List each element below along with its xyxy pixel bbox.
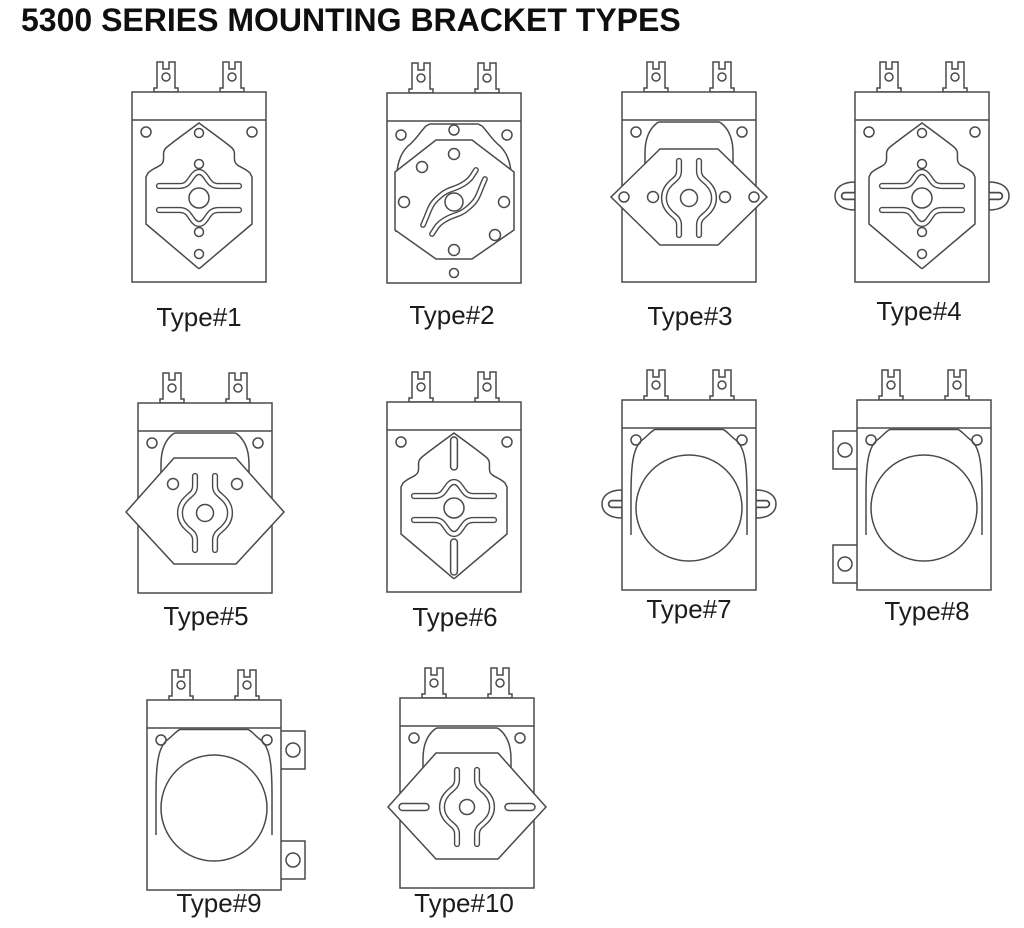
spade-terminal-icon xyxy=(643,61,669,93)
spade-terminal-icon xyxy=(159,372,185,404)
bracket-type-2-drawing xyxy=(386,62,522,284)
spade-terminal-icon xyxy=(643,369,669,401)
bracket-type-8-drawing xyxy=(832,369,992,591)
figure-caption: Type#9 xyxy=(176,888,262,918)
spade-terminal-icon xyxy=(168,669,194,701)
figure-type-2: Type#2 xyxy=(344,58,564,330)
spade-terminal-icon xyxy=(944,369,970,401)
spade-terminal-icon xyxy=(234,669,260,701)
bottom-slot xyxy=(449,538,459,576)
figure-type-6: Type#6 xyxy=(344,367,564,632)
spade-terminal-icon xyxy=(408,62,434,94)
right-mounting-tabs xyxy=(278,730,306,880)
bracket-type-6-drawing xyxy=(386,371,522,593)
spade-terminal-icon xyxy=(876,61,902,93)
page-title: 5300 SERIES MOUNTING BRACKET TYPES xyxy=(21,2,681,38)
figure-caption: Type#1 xyxy=(156,302,242,332)
figure-caption: Type#7 xyxy=(646,594,732,624)
figure-caption: Type#10 xyxy=(414,888,514,918)
spade-terminal-icon xyxy=(878,369,904,401)
rotor-circle xyxy=(160,754,268,862)
right-wing-slot xyxy=(504,802,536,812)
left-mounting-tabs xyxy=(832,430,860,584)
figure-type-1: Type#1 xyxy=(89,57,309,332)
rotor-circle xyxy=(635,454,743,562)
figure-type-5: Type#5 xyxy=(95,368,315,631)
bracket-type-9-drawing xyxy=(146,669,306,891)
figure-type-8: Type#8 xyxy=(814,365,1024,627)
bracket-type-7-drawing xyxy=(579,369,799,591)
spade-terminal-icon xyxy=(219,61,245,93)
bracket-type-4-drawing xyxy=(812,61,1024,283)
spade-terminal-icon xyxy=(474,371,500,403)
spade-terminal-icon xyxy=(487,667,513,699)
spade-terminal-icon xyxy=(709,61,735,93)
rotor-circle xyxy=(870,454,978,562)
figure-caption: Type#6 xyxy=(412,602,498,632)
spade-terminal-icon xyxy=(153,61,179,93)
figure-caption: Type#3 xyxy=(647,301,733,331)
bracket-type-3-drawing xyxy=(610,61,768,283)
figure-caption: Type#2 xyxy=(409,300,495,330)
spade-terminal-icon xyxy=(942,61,968,93)
top-slot xyxy=(449,436,459,471)
spade-terminal-icon xyxy=(225,372,251,404)
bracket-type-5-drawing xyxy=(125,372,285,594)
spade-terminal-icon xyxy=(408,371,434,403)
figure-type-10: Type#10 xyxy=(357,663,577,925)
spade-terminal-icon xyxy=(421,667,447,699)
figure-type-9: Type#9 xyxy=(104,665,324,927)
bracket-type-10-drawing xyxy=(387,667,547,889)
figure-caption: Type#5 xyxy=(163,601,249,631)
left-wing-slot xyxy=(398,802,430,812)
figure-caption: Type#4 xyxy=(876,296,962,326)
figure-type-7: Type#7 xyxy=(579,365,799,627)
spade-terminal-icon xyxy=(474,62,500,94)
figure-type-4: Type#4 xyxy=(812,57,1024,326)
spade-terminal-icon xyxy=(709,369,735,401)
bracket-type-1-drawing xyxy=(131,61,267,283)
figure-type-3: Type#3 xyxy=(579,57,799,331)
figure-caption: Type#8 xyxy=(884,596,970,626)
